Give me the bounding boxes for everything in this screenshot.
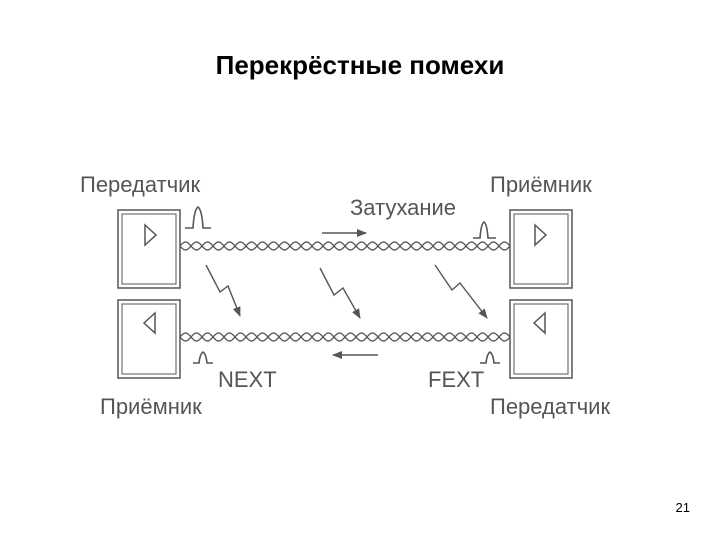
twisted-pair-bottom (179, 332, 511, 342)
lightning-arrow-middle (319, 267, 361, 319)
page-number: 21 (675, 500, 690, 515)
triangle-right-icon (144, 223, 158, 247)
receiver-box-top-right (509, 209, 573, 289)
pulse-transmit-large (185, 205, 211, 229)
label-receiver-top-right: Приёмник (490, 172, 592, 197)
triangle-left-icon (142, 311, 156, 335)
pulse-next (193, 351, 213, 364)
lightning-arrow-left (205, 264, 241, 317)
pulse-fext (480, 351, 500, 364)
transmitter-box-top-left (117, 209, 181, 289)
label-next: NEXT (218, 367, 277, 392)
pulse-receive-attenuated (473, 221, 496, 239)
lightning-arrow-right (434, 264, 488, 319)
triangle-right-icon (534, 223, 548, 247)
label-fext: FEXT (428, 367, 484, 392)
label-transmitter-top-left: Передатчик (80, 172, 200, 197)
label-receiver-bottom-left: Приёмник (100, 394, 202, 419)
receiver-box-bottom-left (117, 299, 181, 379)
slide-title: Перекрёстные помехи (215, 50, 505, 80)
twisted-pair-top (179, 241, 511, 251)
triangle-left-icon (532, 311, 546, 335)
label-transmitter-bottom-right: Передатчик (490, 394, 610, 419)
label-attenuation: Затухание (350, 195, 456, 220)
transmitter-box-bottom-right (509, 299, 573, 379)
